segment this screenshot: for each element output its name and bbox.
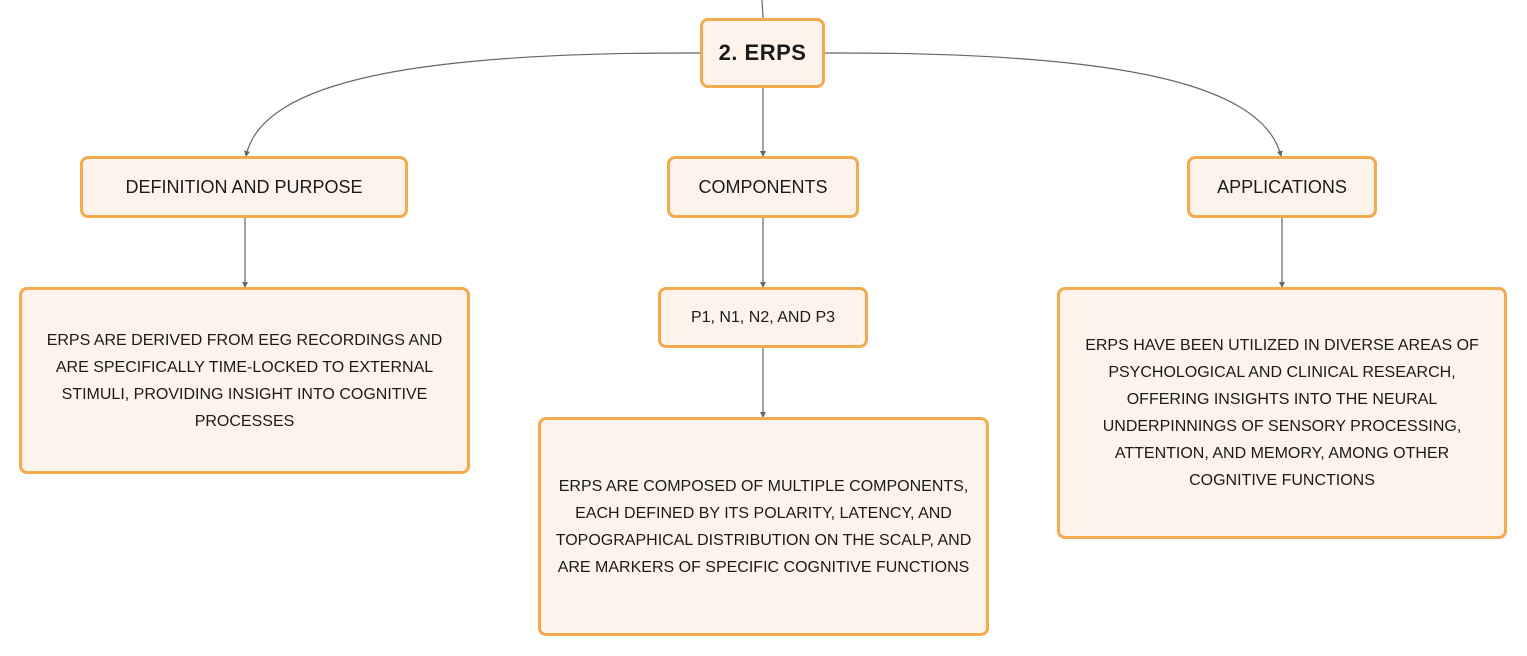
components-list-label: P1, N1, N2, AND P3 [690, 308, 836, 326]
definition-purpose-node[interactable]: DEFINITION AND PURPOSE [80, 156, 408, 218]
connector-root-to-applications [824, 52, 1283, 157]
components-node[interactable]: COMPONENTS [667, 156, 859, 218]
components-label: COMPONENTS [698, 176, 828, 197]
components-detail-node[interactable]: ERPS ARE COMPOSED OF MULTIPLE COMPONENTS… [538, 417, 989, 636]
root-node-label: 2. ERPS [718, 40, 807, 65]
definition-detail-node[interactable]: ERPS ARE DERIVED FROM EEG RECORDINGS AND… [19, 287, 470, 474]
components-list-node[interactable]: P1, N1, N2, AND P3 [658, 287, 868, 348]
connector-parent-to-root [761, 0, 764, 19]
applications-label: APPLICATIONS [1217, 176, 1347, 197]
definition-detail-text: ERPS ARE DERIVED FROM EEG RECORDINGS AND… [46, 331, 443, 430]
components-detail-text: ERPS ARE COMPOSED OF MULTIPLE COMPONENTS… [555, 477, 972, 576]
root-node[interactable]: 2. ERPS [700, 18, 825, 88]
applications-node[interactable]: APPLICATIONS [1187, 156, 1377, 218]
connector-root-to-definition [244, 52, 701, 157]
definition-purpose-label: DEFINITION AND PURPOSE [125, 176, 363, 197]
applications-detail-node[interactable]: ERPS HAVE BEEN UTILIZED IN DIVERSE AREAS… [1057, 287, 1507, 539]
applications-detail-text: ERPS HAVE BEEN UTILIZED IN DIVERSE AREAS… [1085, 337, 1479, 489]
